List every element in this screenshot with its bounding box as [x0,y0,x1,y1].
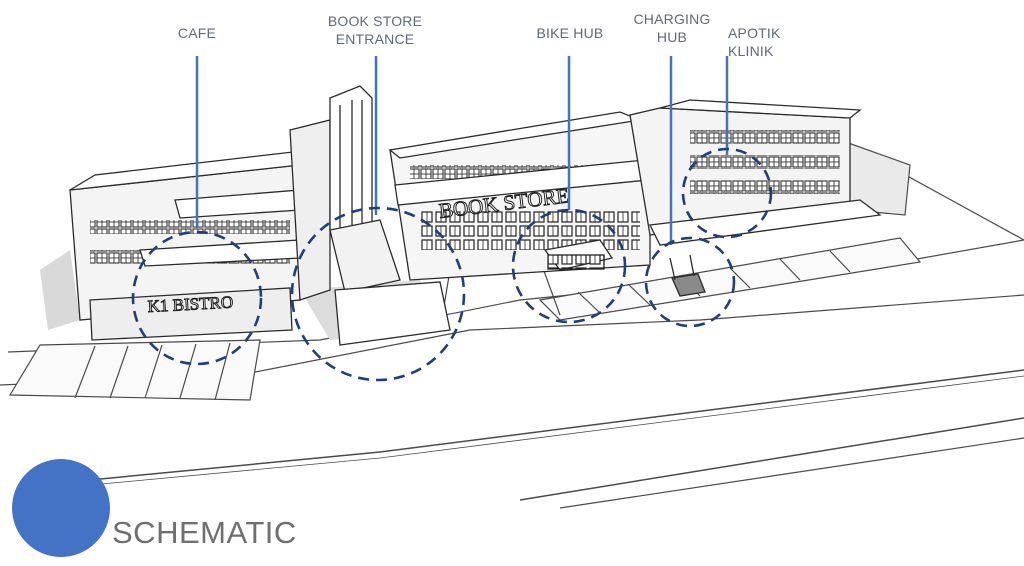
title-circle [12,459,110,557]
book-store-entrance-marker [290,206,466,382]
bike-hub-label: BIKE HUB [536,25,604,41]
page-title: SCHEMATIC [112,515,297,550]
apotik-klinik-marker [681,147,773,239]
road-and-site [0,139,1024,509]
cafe-label: CAFE [177,25,217,41]
pointer-lines [195,56,729,245]
charging-hub-label: CHARGING HUB [633,11,711,45]
area-markers [131,147,773,382]
cafe-marker [131,230,263,366]
bike-hub-marker [511,208,627,324]
book-store-entrance-label: BOOK STORE ENTRANCE [327,13,423,47]
apotik-klinik-label: APOTIK KLINIK [728,25,781,59]
building-sketch [40,85,882,346]
charging-hub-marker [644,236,736,328]
